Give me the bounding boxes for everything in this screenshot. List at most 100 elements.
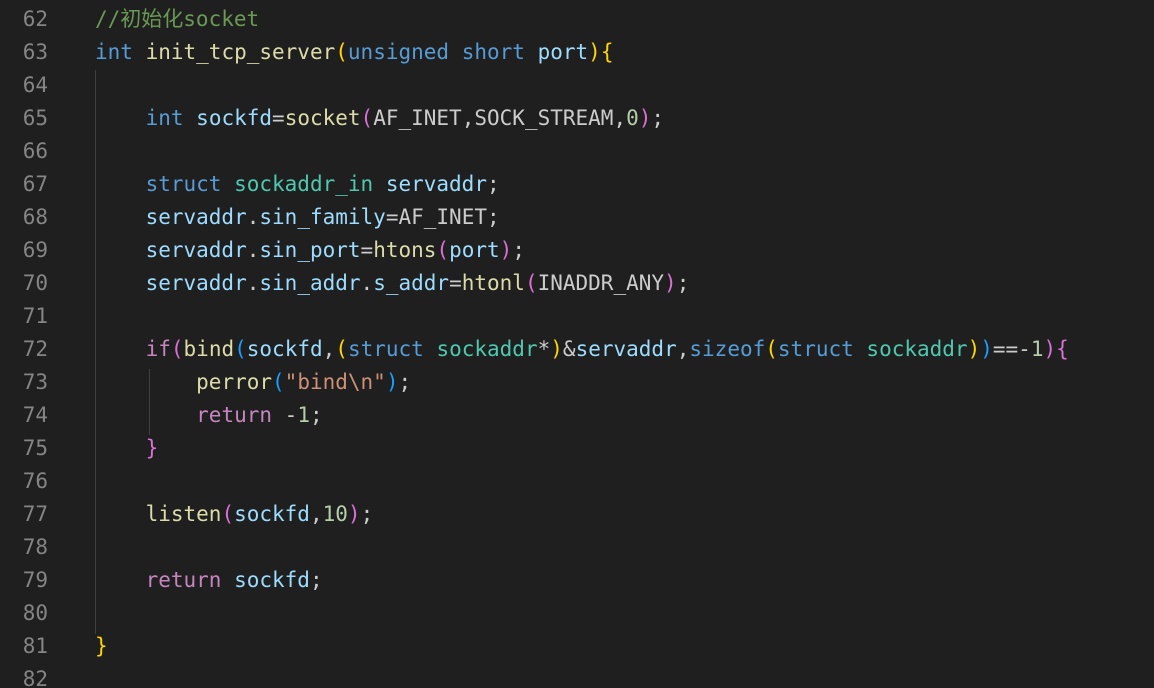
code-token-keyword: short bbox=[461, 40, 525, 64]
code-token-bracket3: ( bbox=[234, 337, 247, 361]
code-token-bracket2: ( bbox=[436, 238, 450, 262]
code-token-bracket1: } bbox=[95, 634, 108, 658]
code-token-bracket2: ) bbox=[499, 238, 513, 262]
code-line[interactable]: 79 return sockfd; bbox=[0, 564, 1154, 597]
code-line[interactable]: 80 bbox=[0, 597, 1154, 630]
line-number: 82 bbox=[22, 667, 48, 688]
code-token-control: if bbox=[145, 337, 171, 361]
code-line[interactable]: 76 bbox=[0, 465, 1154, 498]
code-line[interactable]: 78 bbox=[0, 531, 1154, 564]
code-token-default: . bbox=[360, 271, 374, 295]
line-code: int init_tcp_server(unsigned short port)… bbox=[95, 36, 613, 69]
line-number: 72 bbox=[22, 337, 48, 361]
code-token-function: htons bbox=[373, 238, 437, 262]
code-token-default bbox=[221, 172, 234, 196]
line-number: 68 bbox=[22, 205, 48, 229]
code-line[interactable]: 81} bbox=[0, 630, 1154, 663]
line-code: perror("bind\n"); bbox=[95, 366, 411, 399]
code-token-variable: port bbox=[449, 238, 500, 262]
code-line[interactable]: 64 bbox=[0, 69, 1154, 102]
code-token-default bbox=[95, 568, 146, 592]
indent-guide-function bbox=[95, 70, 96, 634]
code-line[interactable]: 68 servaddr.sin_family=AF_INET; bbox=[0, 201, 1154, 234]
code-token-default: ; bbox=[487, 205, 500, 229]
code-token-keyword: struct bbox=[145, 172, 222, 196]
code-line[interactable]: 69 servaddr.sin_port=htons(port); bbox=[0, 234, 1154, 267]
code-line[interactable]: 72 if(bind(sockfd,(struct sockaddr*)&ser… bbox=[0, 333, 1154, 366]
code-line[interactable]: 75 } bbox=[0, 432, 1154, 465]
code-line[interactable]: 70 servaddr.sin_addr.s_addr=htonl(INADDR… bbox=[0, 267, 1154, 300]
line-number: 71 bbox=[22, 304, 48, 328]
line-code: int sockfd=socket(AF_INET,SOCK_STREAM,0)… bbox=[95, 102, 665, 135]
code-token-default: AF_INET bbox=[373, 106, 462, 130]
code-token-variable: servaddr bbox=[575, 337, 677, 361]
code-line[interactable]: 66 bbox=[0, 135, 1154, 168]
code-token-default: - bbox=[284, 403, 298, 427]
line-number: 67 bbox=[22, 172, 48, 196]
code-token-variable: sockfd bbox=[196, 106, 273, 130]
code-token-bracket2: ) bbox=[638, 106, 652, 130]
code-token-default: . bbox=[246, 271, 260, 295]
code-token-default bbox=[95, 436, 146, 460]
code-token-variable: servaddr bbox=[145, 238, 247, 262]
code-token-keyword: int bbox=[95, 40, 133, 64]
line-code: servaddr.sin_addr.s_addr=htonl(INADDR_AN… bbox=[95, 267, 690, 300]
code-token-variable: sin_port bbox=[259, 238, 361, 262]
code-token-type: sockaddr bbox=[436, 337, 538, 361]
line-number: 77 bbox=[22, 502, 48, 526]
code-line[interactable]: 65 int sockfd=socket(AF_INET,SOCK_STREAM… bbox=[0, 102, 1154, 135]
code-line[interactable]: 73 perror("bind\n"); bbox=[0, 366, 1154, 399]
code-token-bracket2: ) bbox=[347, 502, 361, 526]
code-token-default bbox=[272, 403, 285, 427]
code-token-function: bind bbox=[183, 337, 235, 361]
code-token-default: , bbox=[676, 337, 690, 361]
code-line[interactable]: 67 struct sockaddr_in servaddr; bbox=[0, 168, 1154, 201]
code-token-variable: servaddr bbox=[145, 205, 247, 229]
code-token-default: & bbox=[562, 337, 576, 361]
code-token-default: , bbox=[613, 106, 627, 130]
code-token-function: socket bbox=[284, 106, 361, 130]
code-line[interactable]: 82 bbox=[0, 663, 1154, 688]
code-token-number: 1 bbox=[297, 403, 310, 427]
code-token-keyword: int bbox=[145, 106, 184, 130]
code-line[interactable]: 74 return -1; bbox=[0, 399, 1154, 432]
code-token-default: , bbox=[322, 337, 336, 361]
line-number: 78 bbox=[22, 535, 48, 559]
code-token-bracket3: ) bbox=[980, 337, 993, 361]
line-code: listen(sockfd,10); bbox=[95, 498, 374, 531]
code-token-default: . bbox=[246, 238, 260, 262]
code-token-variable: port bbox=[537, 40, 589, 64]
code-token-function: htonl bbox=[461, 271, 525, 295]
code-line[interactable]: 71 bbox=[0, 300, 1154, 333]
code-token-bracket1: ( bbox=[335, 337, 348, 361]
code-token-default bbox=[449, 40, 462, 64]
code-token-default bbox=[95, 370, 196, 394]
code-token-default: = bbox=[360, 238, 374, 262]
code-line[interactable]: 77 listen(sockfd,10); bbox=[0, 498, 1154, 531]
code-token-default bbox=[95, 271, 146, 295]
code-token-default: , bbox=[461, 106, 475, 130]
code-token-bracket2: ( bbox=[221, 502, 235, 526]
code-token-default bbox=[525, 40, 538, 64]
code-token-default: . bbox=[246, 205, 260, 229]
line-number: 79 bbox=[22, 568, 48, 592]
line-code: //初始化socket bbox=[95, 3, 259, 36]
code-token-default: , bbox=[309, 502, 323, 526]
code-token-default: ; bbox=[398, 370, 412, 394]
code-token-bracket1: ) bbox=[967, 337, 981, 361]
line-number: 64 bbox=[22, 73, 48, 97]
code-token-keyword: struct bbox=[347, 337, 424, 361]
code-token-variable: sin_family bbox=[259, 205, 386, 229]
line-code: } bbox=[95, 630, 108, 663]
code-token-default: = bbox=[272, 106, 285, 130]
code-token-function: init_tcp_server bbox=[145, 40, 336, 64]
code-token-default: = bbox=[385, 205, 399, 229]
code-token-keyword: unsigned bbox=[347, 40, 450, 64]
code-token-bracket1: ( bbox=[765, 337, 778, 361]
code-token-string: "bind\n" bbox=[284, 370, 386, 394]
line-number: 81 bbox=[22, 634, 48, 658]
code-line[interactable]: 62//初始化socket bbox=[0, 3, 1154, 36]
line-number: 65 bbox=[22, 106, 48, 130]
